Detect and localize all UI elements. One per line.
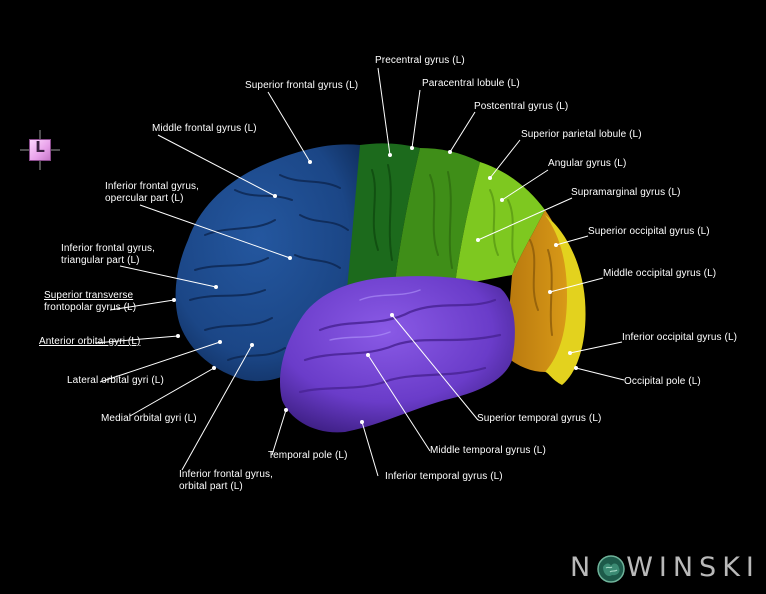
parietal-region <box>455 162 545 285</box>
label-inferior-frontal-orbital-line2: orbital part (L) <box>179 481 243 492</box>
precentral-region <box>345 143 420 310</box>
label-middle-occipital-gyrus: Middle occipital gyrus (L) <box>603 268 717 279</box>
label-inferior-frontal-triangular-line1: Inferior frontal gyrus, <box>61 243 156 254</box>
orientation-cube[interactable]: L <box>18 128 62 172</box>
label-superior-occipital-gyrus: Superior occipital gyrus (L) <box>588 226 710 237</box>
nowinski-logo: N WINSKI <box>570 552 760 586</box>
leader-lines <box>94 67 625 477</box>
logo-brain-icon <box>597 554 625 583</box>
label-inferior-frontal-opercular-line2: opercular part (L) <box>105 193 184 204</box>
label-inferior-frontal-orbital-line1: Inferior frontal gyrus, <box>179 469 274 480</box>
label-middle-temporal-gyrus: Middle temporal gyrus (L) <box>430 445 546 456</box>
label-paracentral-lobule: Paracentral lobule (L) <box>422 78 520 89</box>
label-postcentral-gyrus: Postcentral gyrus (L) <box>474 101 569 112</box>
orientation-cube-face <box>29 139 51 161</box>
label-medial-orbital-gyri: Medial orbital gyri (L) <box>101 413 197 424</box>
leader-dots <box>172 146 578 424</box>
label-superior-transverse-line2: frontopolar gyrus (L) <box>44 302 137 313</box>
label-superior-frontal-gyrus: Superior frontal gyrus (L) <box>245 80 359 91</box>
gyri-texture <box>189 164 553 394</box>
label-inferior-occipital-gyrus: Inferior occipital gyrus (L) <box>622 332 738 343</box>
occipital-pole-rim <box>545 215 586 385</box>
label-anterior-orbital-gyri: Anterior orbital gyri (L) <box>39 336 141 347</box>
label-angular-gyrus: Angular gyrus (L) <box>548 158 627 169</box>
label-superior-parietal-lobule: Superior parietal lobule (L) <box>521 129 642 140</box>
postcentral-region <box>395 148 480 285</box>
label-inferior-frontal-opercular-line1: Inferior frontal gyrus, <box>105 181 200 192</box>
label-lateral-orbital-gyri: Lateral orbital gyri (L) <box>67 375 164 386</box>
orientation-letter: L <box>35 138 45 156</box>
label-middle-frontal-gyrus: Middle frontal gyrus (L) <box>152 123 257 134</box>
logo-text-right: WINSKI <box>626 552 760 583</box>
label-precentral-gyrus: Precentral gyrus (L) <box>375 55 465 66</box>
label-inferior-frontal-triangular-line2: triangular part (L) <box>61 255 140 266</box>
label-temporal-pole: Temporal pole (L) <box>268 450 348 461</box>
label-superior-transverse-line1: Superior transverse <box>44 290 134 301</box>
logo-text-left: N <box>570 552 597 583</box>
label-supramarginal-gyrus: Supramarginal gyrus (L) <box>571 187 681 198</box>
label-inferior-temporal-gyrus: Inferior temporal gyrus (L) <box>385 471 503 482</box>
label-occipital-pole: Occipital pole (L) <box>624 376 701 387</box>
label-superior-temporal-gyrus: Superior temporal gyrus (L) <box>477 413 602 424</box>
